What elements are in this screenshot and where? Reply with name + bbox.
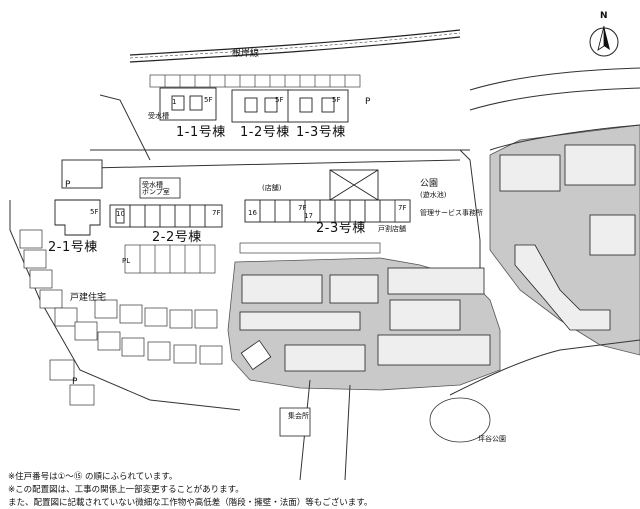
building-2-1 — [54, 159, 103, 236]
north-arrow — [589, 25, 619, 57]
parking-label-w: P — [65, 180, 71, 190]
unit-number-1: 1 — [172, 98, 177, 106]
note-line-2: ※この配置図は、工事の関係上一部変更することがあります。 — [8, 485, 244, 495]
detached-store-label: 戸割店舗 — [378, 225, 406, 233]
unit-number-10: 10 — [116, 210, 125, 218]
roads — [9, 67, 640, 481]
mgmt-office-label: 管理サービス事務所 — [420, 209, 483, 217]
detached-houses-label: 戸建住宅 — [70, 293, 107, 303]
floor-label-7: 5F — [90, 208, 99, 216]
railway-line — [129, 29, 461, 63]
note-line-3: また、配置図に記載されていない微細な工作物や高低差（階段・擁壁・法面）等もござい… — [8, 498, 373, 508]
building-2-1-label: 2-1号棟 — [48, 240, 98, 255]
water-tank-label: 受水槽 — [148, 112, 169, 120]
store-label: (店舗) — [262, 184, 282, 192]
floor-label-5: 7F — [298, 204, 307, 212]
parking-pl-label: PL — [122, 257, 131, 265]
parking-label-ne: P — [365, 97, 371, 107]
other-park-label: 坪谷公園 — [478, 435, 506, 443]
building-1-2-label: 1-2号棟 — [240, 125, 290, 140]
misc-structures — [139, 177, 411, 437]
park-label: 公園 — [420, 179, 439, 189]
south-block-buildings — [239, 267, 491, 372]
floor-label-6: 7F — [398, 204, 407, 212]
building-row-1 — [159, 87, 349, 123]
parking-label-sw: P — [72, 377, 78, 387]
parking-row-top — [149, 74, 361, 88]
building-2-2 — [109, 204, 223, 228]
floor-label-3: 5F — [332, 96, 341, 104]
east-block-buildings — [499, 144, 636, 331]
building-2-2-label: 2-2号棟 — [152, 230, 202, 245]
note-line-1: ※住戸番号は①～⑮ の順にふられています。 — [8, 472, 178, 482]
pond-label: (遊水池) — [420, 191, 447, 199]
railway-label: 根岸線 — [232, 49, 260, 59]
building-2-3 — [244, 169, 411, 223]
unit-number-17: 17 — [304, 212, 313, 220]
unit-number-16: 16 — [248, 209, 257, 217]
north-label: N — [600, 11, 608, 21]
floor-label-2: 5F — [275, 96, 284, 104]
floor-label-4: 7F — [212, 209, 221, 217]
building-2-3-label: 2-3号棟 — [316, 221, 366, 236]
pond — [429, 397, 491, 443]
detached-houses-grid — [19, 229, 223, 406]
assembly-hall-label: 集会所 — [288, 412, 309, 420]
water-pump-label: 受水槽 ポンプ室 — [142, 181, 170, 196]
building-1-3-label: 1-3号棟 — [296, 125, 346, 140]
parking-row-middle — [124, 242, 381, 274]
floor-label-1: 5F — [204, 96, 213, 104]
building-1-1-label: 1-1号棟 — [176, 125, 226, 140]
